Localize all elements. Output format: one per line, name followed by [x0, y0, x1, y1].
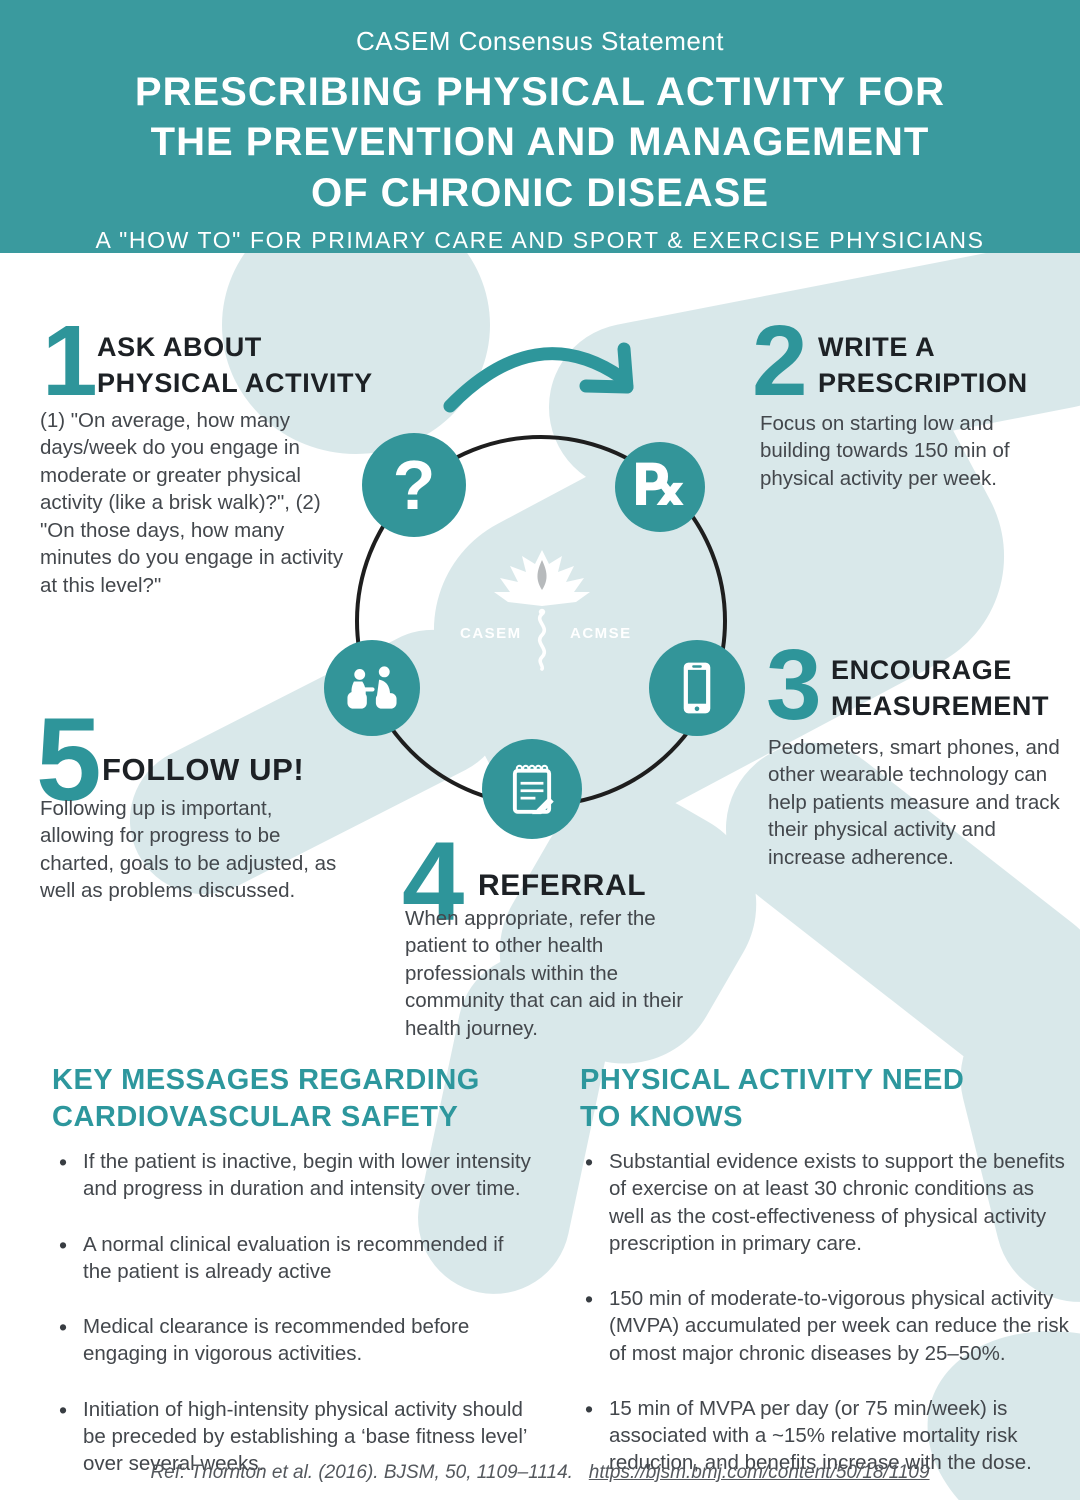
step-2-number: 2	[752, 305, 808, 417]
logo-text-casem: CASEM	[460, 625, 522, 642]
step-3-body: Pedometers, smart phones, and other wear…	[768, 736, 1060, 869]
page-subtitle: A "HOW TO" FOR PRIMARY CARE AND SPORT & …	[95, 227, 985, 254]
list-item: Medical clearance is recommended before …	[56, 1312, 534, 1368]
smartphone-icon	[649, 640, 745, 736]
reference-link[interactable]: https://bjsm.bmj.com/content/50/18/1109	[588, 1462, 930, 1483]
key-messages-list: If the patient is inactive, begin with l…	[56, 1147, 534, 1500]
step-3-title-line-2: MEASUREMENT	[831, 690, 1050, 721]
step-1-number: 1	[42, 305, 98, 417]
spacer	[578, 1462, 583, 1483]
step-1-title-line-2: PHYSICAL ACTIVITY	[97, 367, 373, 398]
list-item: Initiation of high-intensity physical ac…	[56, 1395, 534, 1478]
step-5-body: Following up is important, allowing for …	[40, 797, 337, 903]
step-3-title: ENCOURAGE MEASUREMENT	[831, 653, 1049, 724]
step-1-title-line-1: ASK ABOUT	[97, 332, 262, 362]
list-item: If the patient is inactive, begin with l…	[56, 1147, 534, 1203]
step-4-number: 4	[402, 819, 465, 944]
page-title: PRESCRIBING PHYSICAL ACTIVITY FOR THE PR…	[0, 67, 1080, 218]
step-3-title-line-1: ENCOURAGE	[831, 655, 1012, 685]
notepad-glyph	[512, 764, 554, 815]
step-2-title: WRITE A PRESCRIPTION	[818, 330, 1028, 401]
need-to-knows-heading: PHYSICAL ACTIVITY NEED TO KNOWS	[580, 1062, 1050, 1135]
casem-logo: CASEM ACMSE	[460, 550, 632, 671]
step-2-title-line-1: WRITE A	[818, 332, 936, 362]
list-item: Substantial evidence exists to support t…	[582, 1147, 1072, 1257]
rx-glyph: ℞	[634, 451, 686, 519]
logo-text-acmse: ACMSE	[570, 625, 632, 642]
page-title-line-2: THE PREVENTION AND MANAGEMENT	[150, 120, 930, 165]
reference-text: Ref: Thornton et al. (2016). BJSM, 50, 1…	[150, 1462, 573, 1483]
need-to-knows-heading-line-2: TO KNOWS	[580, 1100, 743, 1133]
header-band: CASEM Consensus Statement PRESCRIBING PH…	[0, 0, 1080, 253]
curved-arrow-icon	[443, 342, 634, 413]
smartphone-glyph	[683, 662, 711, 714]
conversation-glyph	[347, 666, 397, 709]
step-4-title: REFERRAL	[478, 869, 647, 902]
page-title-line-3: OF CHRONIC DISEASE	[310, 170, 770, 215]
question-glyph: ?	[392, 446, 436, 524]
reference-footer: Ref: Thornton et al. (2016). BJSM, 50, 1…	[0, 1462, 1080, 1484]
key-messages-heading: KEY MESSAGES REGARDING CARDIOVASCULAR SA…	[52, 1062, 552, 1135]
notepad-pencil-icon	[482, 739, 582, 839]
list-item: 150 min of moderate-to-vigorous physical…	[582, 1284, 1072, 1367]
step-5-number: 5	[36, 694, 102, 826]
step-1-title: ASK ABOUT PHYSICAL ACTIVITY	[97, 330, 373, 401]
need-to-knows-heading-line-1: PHYSICAL ACTIVITY NEED	[580, 1064, 965, 1096]
step-5-title: FOLLOW UP!	[102, 752, 305, 787]
page-title-line-1: PRESCRIBING PHYSICAL ACTIVITY FOR	[134, 70, 946, 114]
step-4-body: When appropriate, refer the patient to o…	[405, 907, 684, 1040]
conversation-icon	[324, 640, 420, 736]
step-3-number: 3	[766, 629, 822, 741]
list-item: 15 min of MVPA per day (or 75 min/week) …	[582, 1394, 1072, 1477]
key-messages-heading-line-1: KEY MESSAGES REGARDING	[52, 1064, 480, 1096]
rx-prescription-icon: ℞	[615, 442, 705, 532]
question-mark-icon: ?	[362, 433, 466, 537]
step-1-body: (1) "On average, how many days/week do y…	[40, 409, 344, 597]
step-2-title-line-2: PRESCRIPTION	[818, 367, 1028, 398]
step-2-body: Focus on starting low and building towar…	[760, 412, 1010, 490]
header-eyebrow: CASEM Consensus Statement	[356, 26, 724, 56]
list-item: A normal clinical evaluation is recommen…	[56, 1230, 534, 1286]
key-messages-heading-line-2: CARDIOVASCULAR SAFETY	[52, 1100, 459, 1133]
need-to-knows-list: Substantial evidence exists to support t…	[582, 1147, 1072, 1500]
